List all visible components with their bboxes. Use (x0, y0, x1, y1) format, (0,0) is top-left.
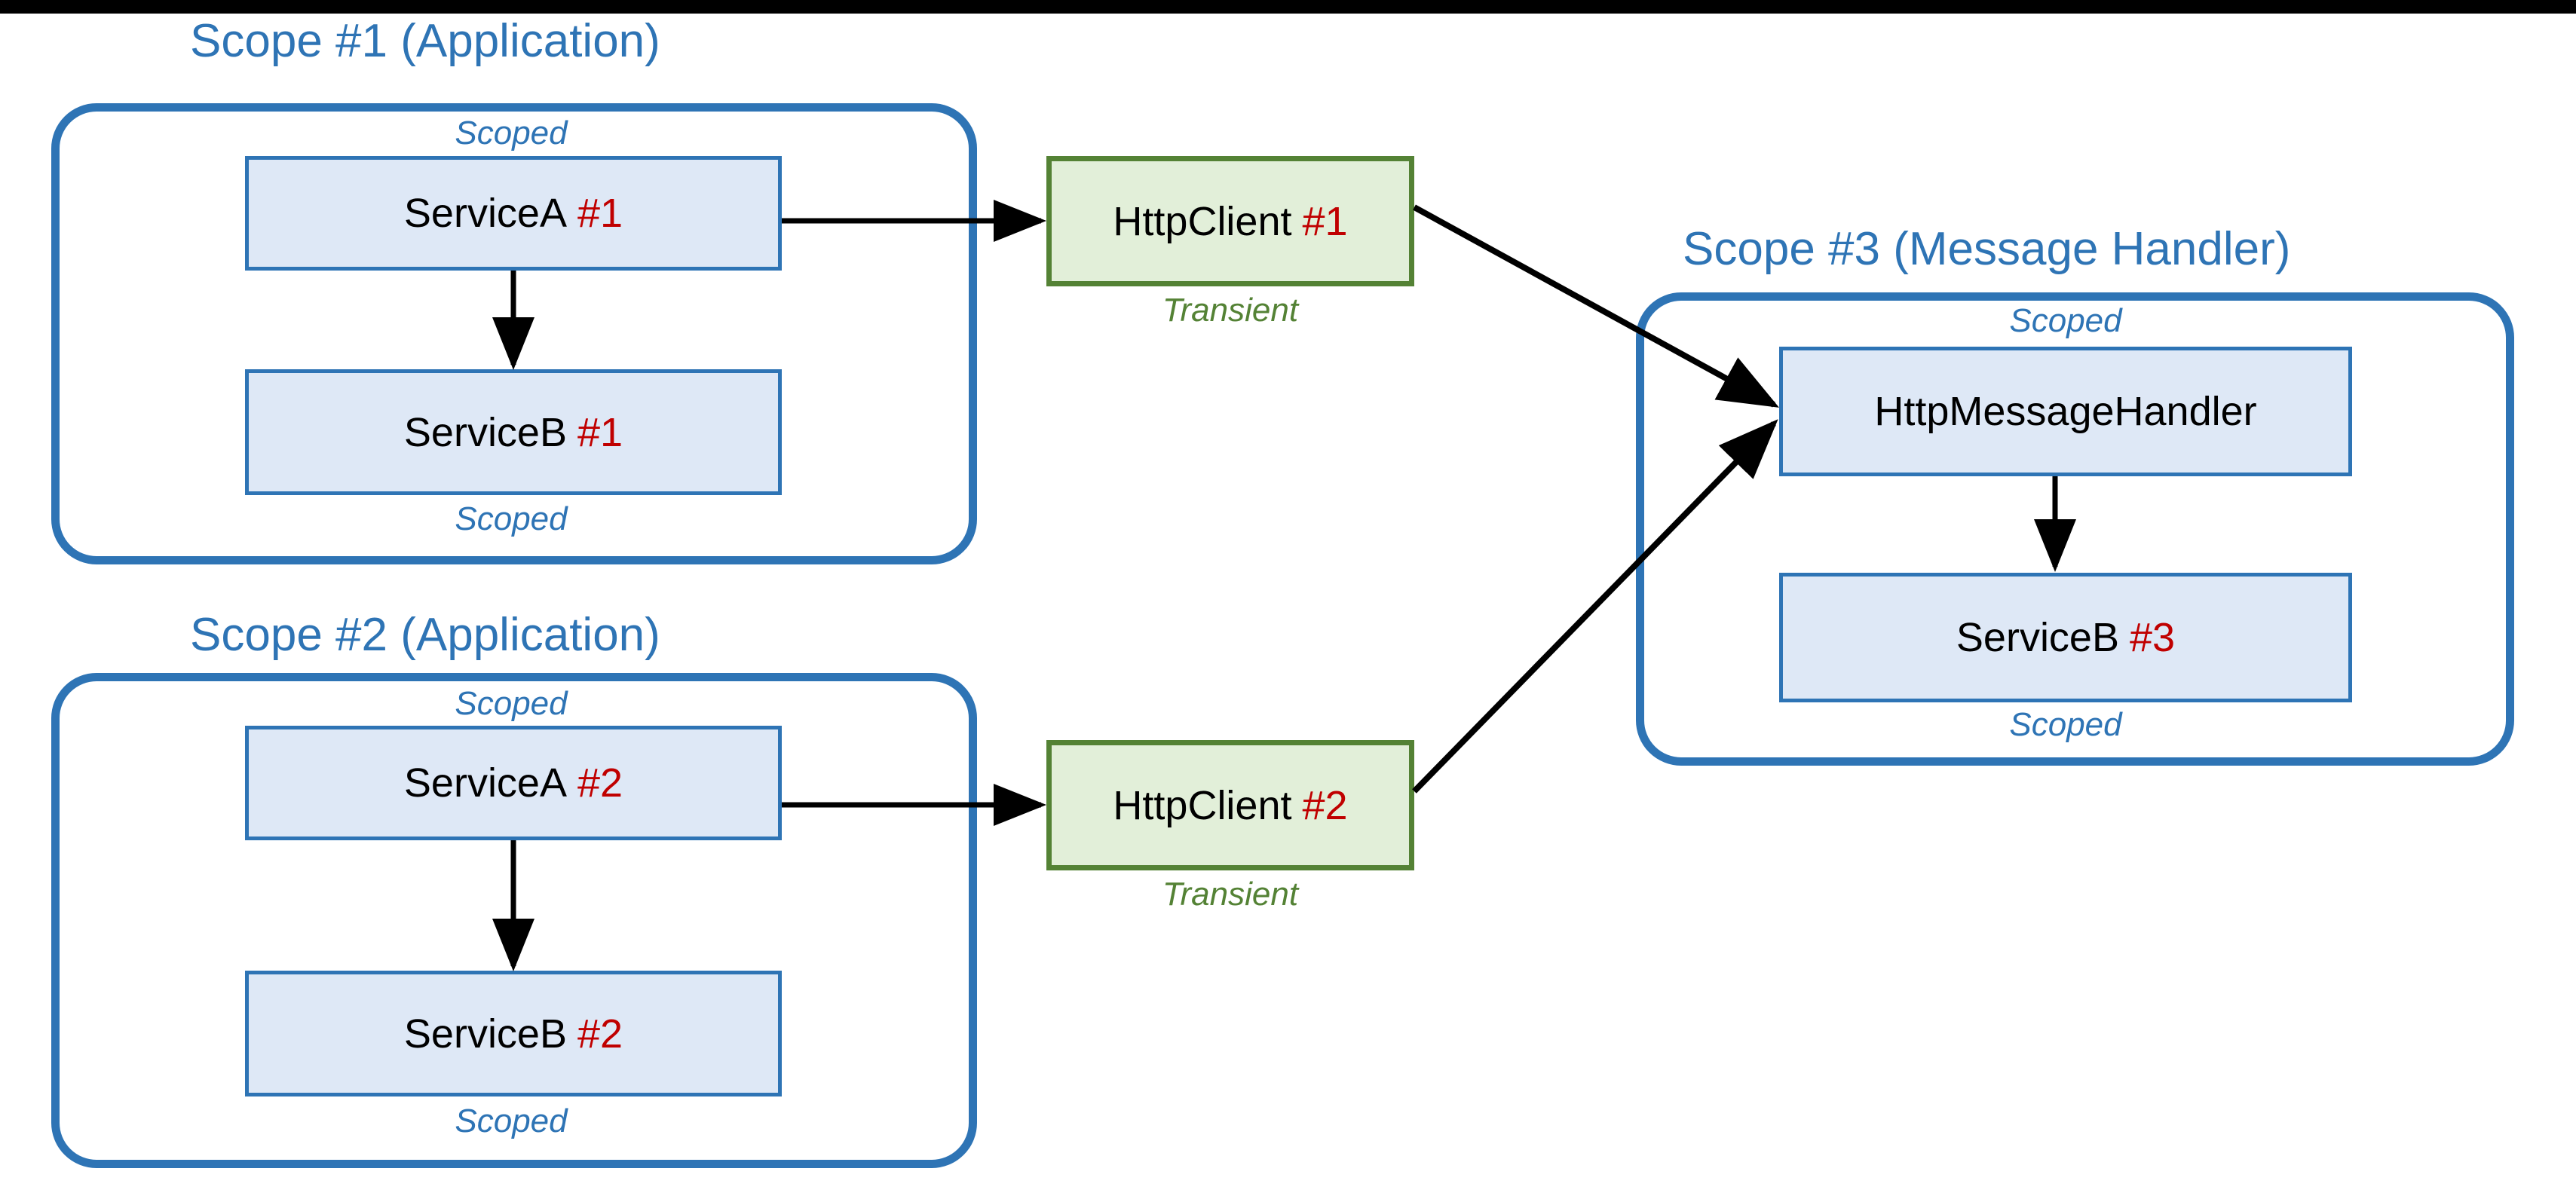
node-serviceb-2-name: ServiceB (403, 1011, 567, 1057)
node-httpclient-1-name: HttpClient (1113, 198, 1292, 244)
node-httpclient-2-name: HttpClient (1113, 782, 1292, 828)
node-servicea-1[interactable]: ServiceA #1 (245, 156, 782, 271)
node-httpmessagehandler-name: HttpMessageHandler (1874, 389, 2257, 434)
node-httpclient-2-instance: #2 (1302, 782, 1348, 828)
scope1-bottom-lifetime-label: Scoped (455, 500, 568, 537)
node-serviceb-2[interactable]: ServiceB #2 (245, 971, 782, 1096)
node-httpmessagehandler[interactable]: HttpMessageHandler (1779, 347, 2352, 476)
scope2-title: Scope #2 (Application) (190, 609, 660, 661)
node-servicea-1-name: ServiceA (403, 191, 567, 236)
node-serviceb-2-instance: #2 (577, 1011, 623, 1057)
node-serviceb-3-instance: #3 (2130, 615, 2176, 660)
node-serviceb-1-instance: #1 (577, 409, 623, 455)
scope1-container (51, 103, 977, 564)
node-httpclient-2[interactable]: HttpClient #2 (1046, 740, 1414, 870)
node-serviceb-1[interactable]: ServiceB #1 (245, 369, 782, 495)
scope3-title: Scope #3 (Message Handler) (1683, 223, 2291, 275)
scope3-bottom-lifetime-label: Scoped (2009, 706, 2122, 743)
node-httpclient-1[interactable]: HttpClient #1 (1046, 156, 1414, 286)
node-servicea-1-instance: #1 (577, 191, 623, 236)
scope2-top-lifetime-label: Scoped (455, 685, 568, 722)
node-servicea-2-name: ServiceA (403, 760, 567, 806)
scope2-bottom-lifetime-label: Scoped (455, 1103, 568, 1139)
scope1-top-lifetime-label: Scoped (455, 115, 568, 151)
scope2-container (51, 673, 977, 1168)
node-serviceb-3-name: ServiceB (1956, 615, 2119, 660)
scope1-title: Scope #1 (Application) (190, 15, 660, 67)
node-servicea-2[interactable]: ServiceA #2 (245, 726, 782, 840)
scope3-top-lifetime-label: Scoped (2009, 302, 2122, 339)
node-servicea-2-instance: #2 (577, 760, 623, 806)
node-serviceb-3[interactable]: ServiceB #3 (1779, 573, 2352, 702)
top-black-bar (0, 0, 2576, 14)
node-httpclient-1-instance: #1 (1302, 198, 1348, 244)
node-serviceb-1-name: ServiceB (403, 409, 567, 455)
httpclient-1-lifetime-label: Transient (1162, 292, 1299, 329)
httpclient-2-lifetime-label: Transient (1162, 876, 1299, 913)
